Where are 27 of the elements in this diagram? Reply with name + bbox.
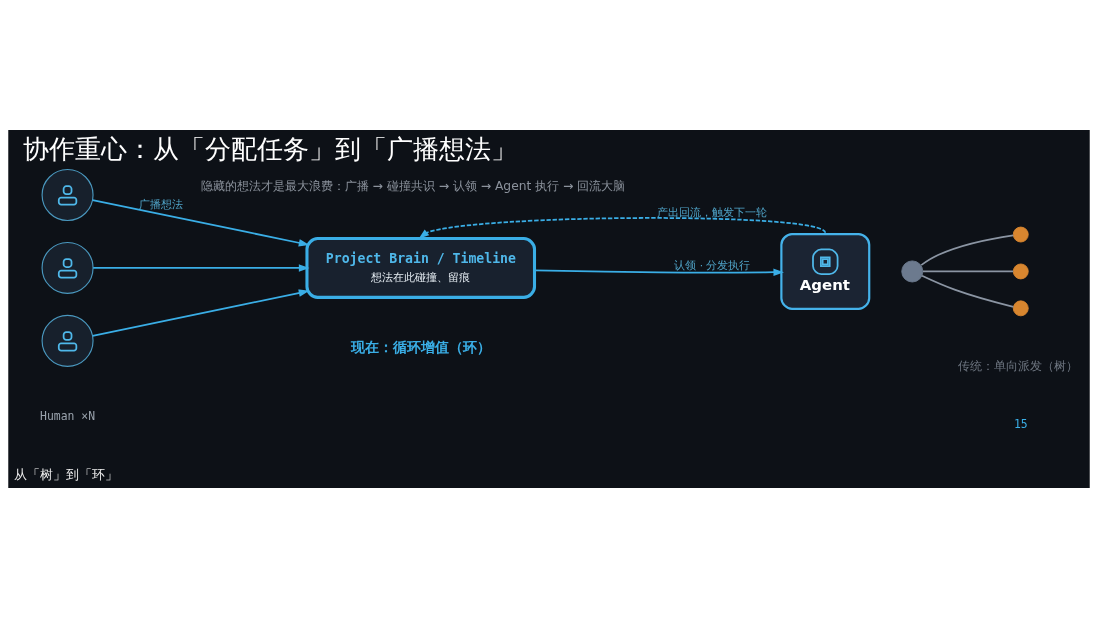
node-box: Agent [780, 233, 871, 310]
connector [922, 270, 1015, 273]
node-circle [1012, 226, 1029, 243]
node-label: Human ×N [40, 409, 96, 424]
arrow [533, 268, 784, 276]
arrow [91, 289, 310, 337]
arrow [418, 217, 827, 239]
node-circle [1012, 263, 1029, 280]
connector [920, 234, 1015, 266]
label: 传统：单向派发（树） [957, 359, 1078, 374]
connector [921, 274, 1015, 308]
diagram-title: 协作重心：从「分配任务」到「广播想法」 [22, 134, 517, 165]
arrow [91, 199, 310, 247]
label: 从「树」到「环」 [14, 467, 119, 483]
node-person [41, 168, 94, 222]
node-box: Project Brain / Timeline 想法在此碰撞、留痕 [305, 236, 537, 299]
node-person [41, 241, 94, 294]
node-circle [1012, 300, 1029, 317]
edge-label: 广播想法 [138, 197, 183, 210]
arrow [92, 264, 310, 272]
node-circle [901, 260, 924, 283]
edge-label: 认领 · 分发执行 [674, 259, 751, 272]
edge-label: 产出回流，触发下一轮 [657, 205, 768, 218]
label: 隐藏的想法才是最大浪费：广播 → 碰撞共识 → 认领 → Agent 执行 → 回流大脑 [200, 179, 626, 194]
label: 15 [1013, 417, 1028, 432]
node-person [41, 314, 94, 367]
label: 现在：循环增值（环） [351, 339, 492, 356]
